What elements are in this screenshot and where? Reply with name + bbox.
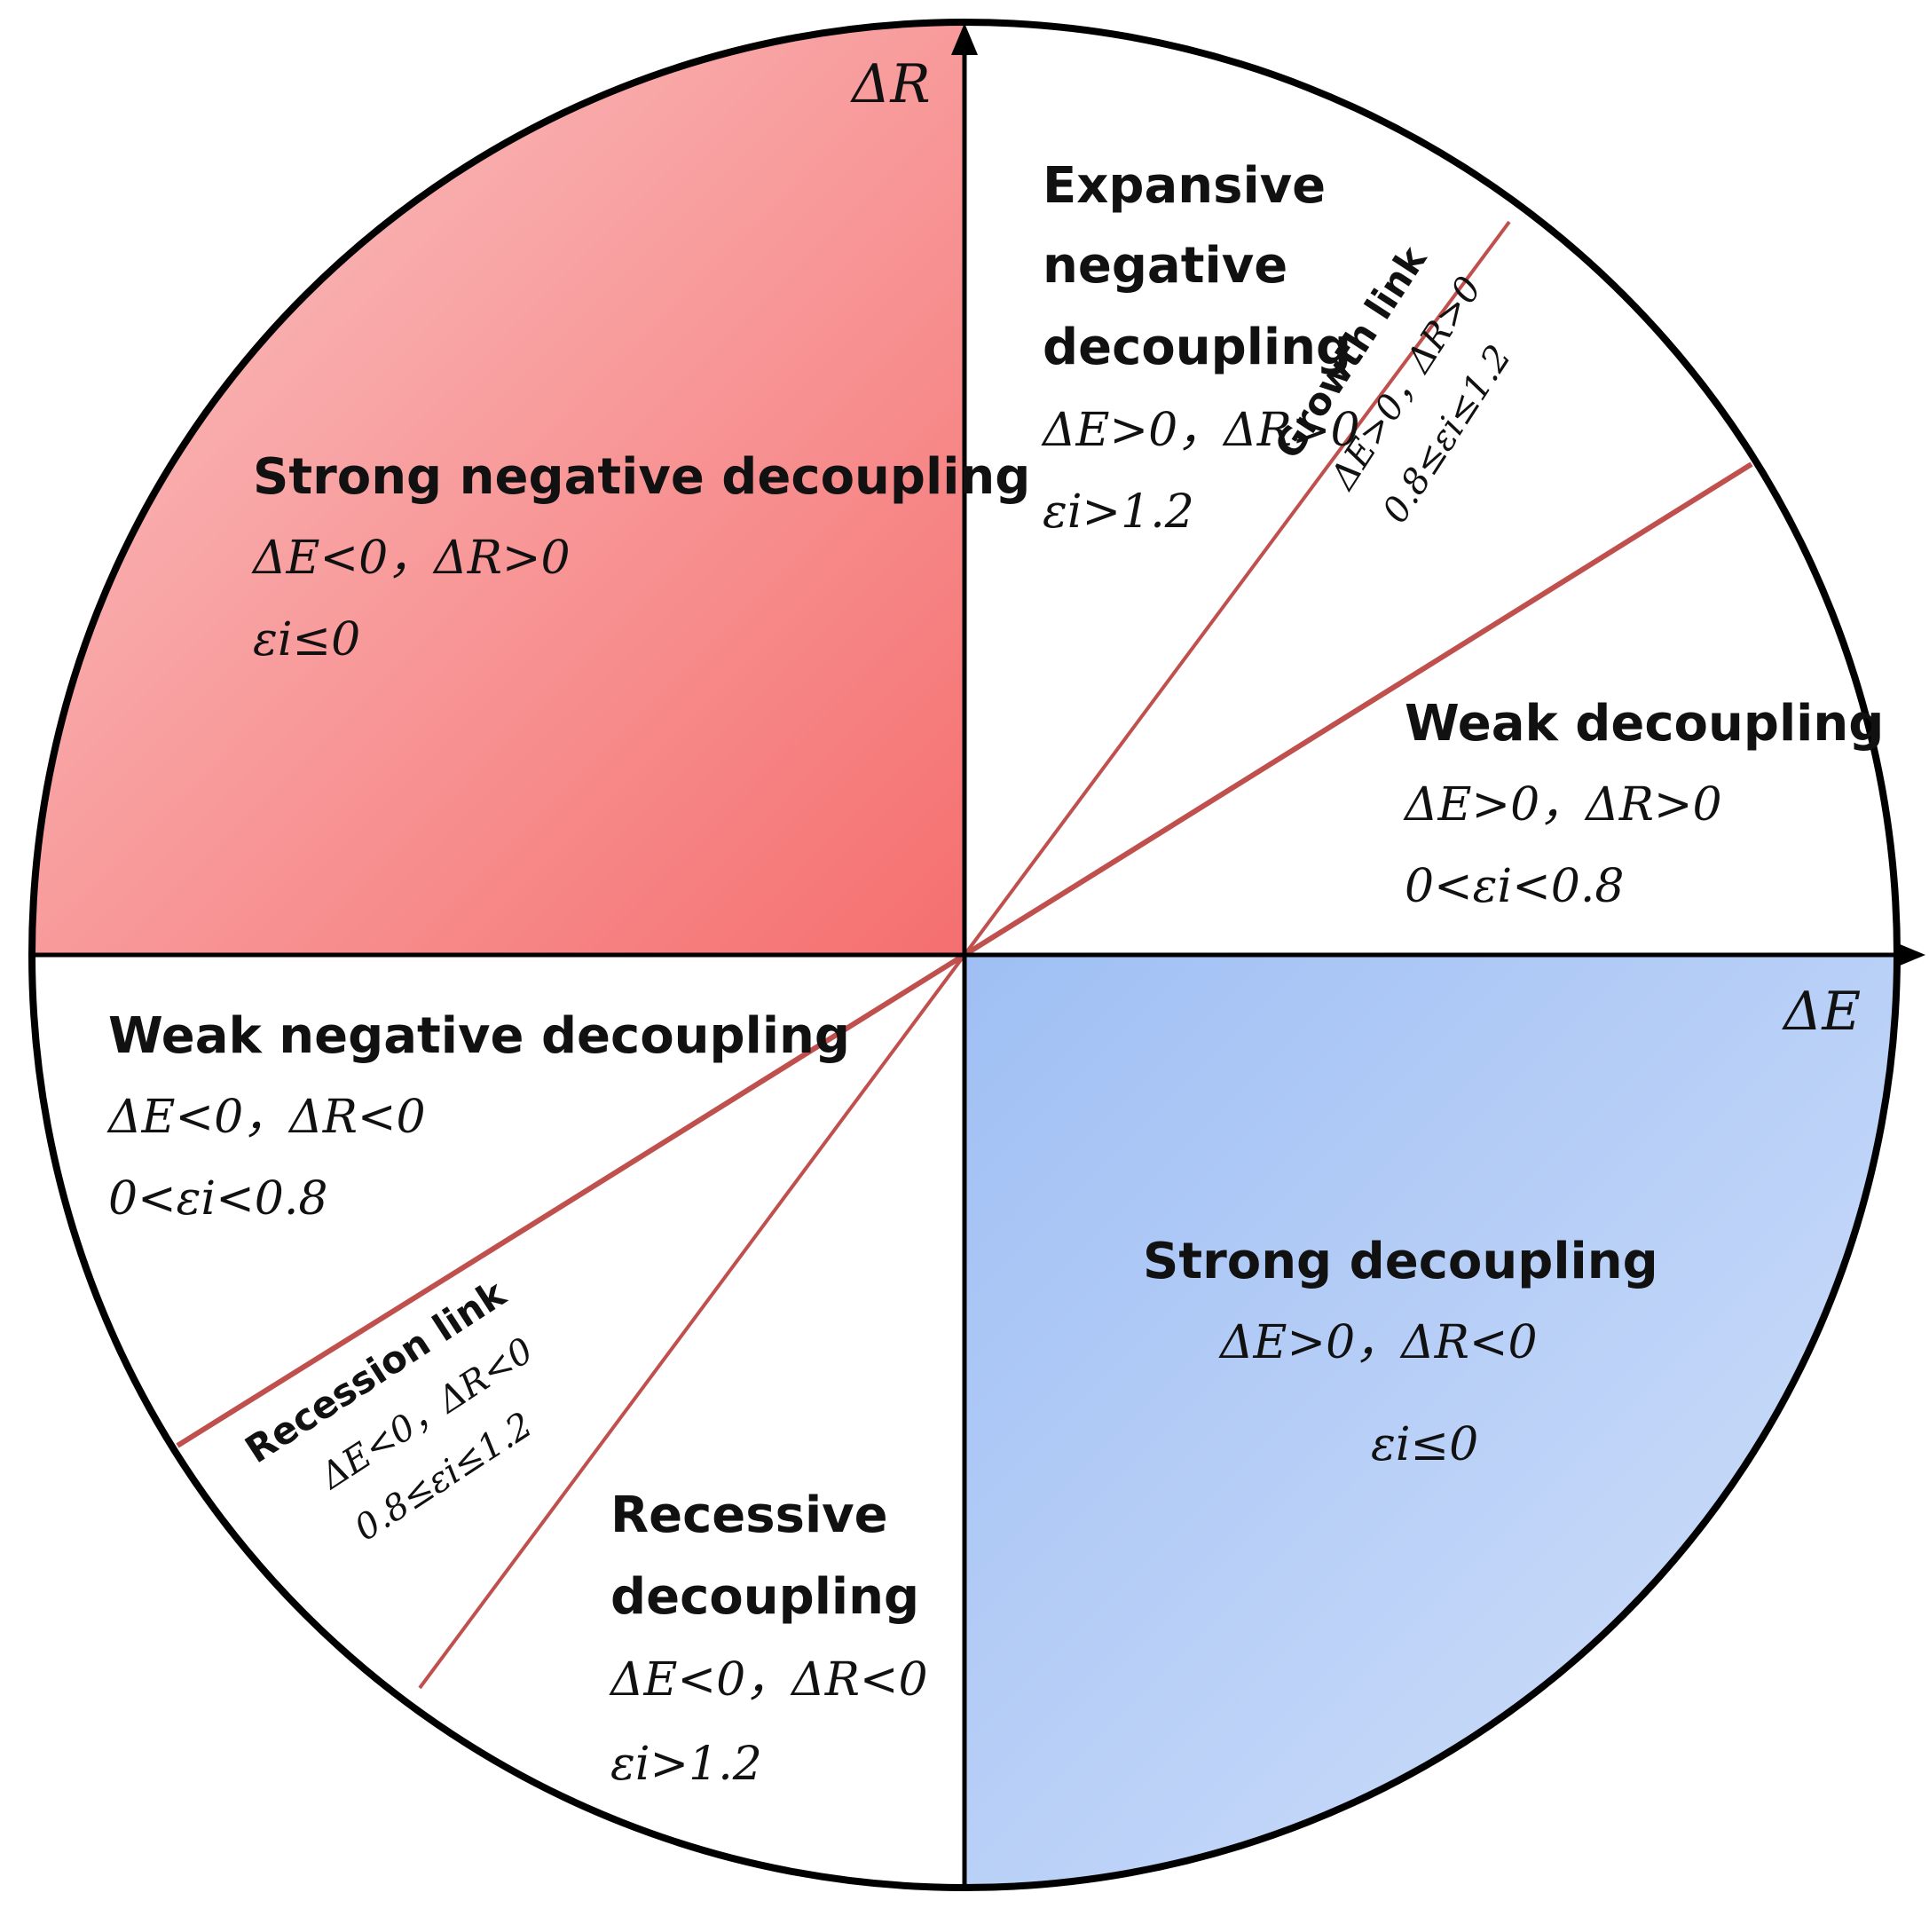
strong-decoupling-title: Strong decoupling xyxy=(1143,1233,1658,1290)
divider-line-recession-upper xyxy=(176,952,966,1448)
weak-decoupling-condition: ΔE>0，ΔR>0 xyxy=(1403,778,1722,832)
divider-line-recession-lower xyxy=(418,953,966,1690)
expansive-negative-decoupling-title-line3: decoupling xyxy=(1043,319,1351,376)
strong-negative-decoupling-condition: ΔE<0，ΔR>0 xyxy=(251,532,571,585)
y-axis-label: ΔR xyxy=(850,53,931,115)
strong-negative-decoupling-elasticity: εi≤0 xyxy=(253,613,360,666)
expansive-negative-decoupling-title-line2: negative xyxy=(1043,237,1287,295)
expansive-negative-decoupling-elasticity: εi>1.2 xyxy=(1043,485,1194,539)
recessive-decoupling-title-line2: decoupling xyxy=(610,1568,919,1626)
y-axis-arrowhead xyxy=(951,23,978,55)
strong-negative-decoupling-sector xyxy=(32,22,964,955)
strong-decoupling-elasticity: εi≤0 xyxy=(1371,1418,1478,1471)
weak-negative-decoupling-title: Weak negative decoupling xyxy=(108,1007,850,1065)
divider-line-growth-lower xyxy=(963,461,1753,958)
strong-decoupling-condition: ΔE>0，ΔR<0 xyxy=(1218,1316,1538,1369)
expansive-negative-decoupling-title-line1: Expansive xyxy=(1043,157,1326,215)
weak-decoupling-title: Weak decoupling xyxy=(1405,695,1884,753)
strong-decoupling-sector xyxy=(964,955,1897,1888)
weak-negative-decoupling-elasticity: 0<εi<0.8 xyxy=(108,1172,327,1226)
x-axis-label: ΔE xyxy=(1782,981,1861,1043)
recessive-decoupling-elasticity: εi>1.2 xyxy=(610,1738,762,1791)
expansive-negative-decoupling-condition: ΔE>0，ΔR>0 xyxy=(1041,404,1360,457)
x-axis-arrowhead xyxy=(1894,942,1925,968)
weak-decoupling-elasticity: 0<εi<0.8 xyxy=(1405,860,1624,913)
recessive-decoupling-condition: ΔE<0，ΔR<0 xyxy=(609,1653,928,1707)
recessive-decoupling-title-line1: Recessive xyxy=(610,1486,888,1544)
divider-line-growth-upper xyxy=(963,220,1511,957)
strong-negative-decoupling-title: Strong negative decoupling xyxy=(253,448,1030,506)
diagram-circle-outline xyxy=(28,19,1901,1891)
weak-negative-decoupling-condition: ΔE<0，ΔR<0 xyxy=(106,1091,426,1144)
